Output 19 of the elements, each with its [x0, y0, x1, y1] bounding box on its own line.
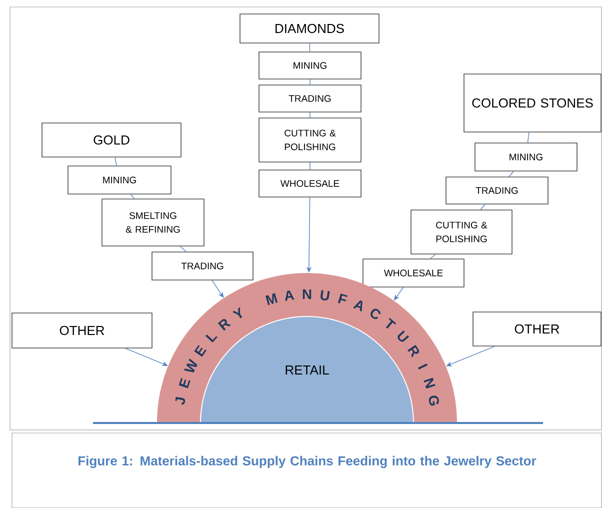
process-box: TRADING [258, 84, 362, 112]
arrow [212, 280, 224, 298]
process-box: DIAMONDS [240, 14, 380, 44]
process-box: WHOLESALE [362, 258, 464, 288]
process-box: COLORED STONES [464, 74, 602, 132]
process-box: CUTTING & POLISHING [410, 210, 512, 254]
process-box: MINING [258, 52, 362, 80]
caption: Figure 1: Materials-based Supply Chains Feeding into the Jewelry Sector [78, 456, 536, 468]
process-box: WHOLESALE [258, 170, 362, 198]
process-box: OTHER [472, 312, 602, 346]
process-box: SMELTING & REFINING [102, 198, 204, 246]
process-box: MINING [474, 142, 578, 172]
process-box: OTHER [12, 312, 152, 348]
process-box: CUTTING & POLISHING [258, 118, 362, 162]
process-box: MINING [68, 166, 172, 194]
retail-label: RETAIL [286, 366, 329, 374]
process-box: TRADING [446, 176, 548, 204]
process-box: TRADING [152, 252, 254, 280]
process-box: GOLD [42, 122, 182, 158]
